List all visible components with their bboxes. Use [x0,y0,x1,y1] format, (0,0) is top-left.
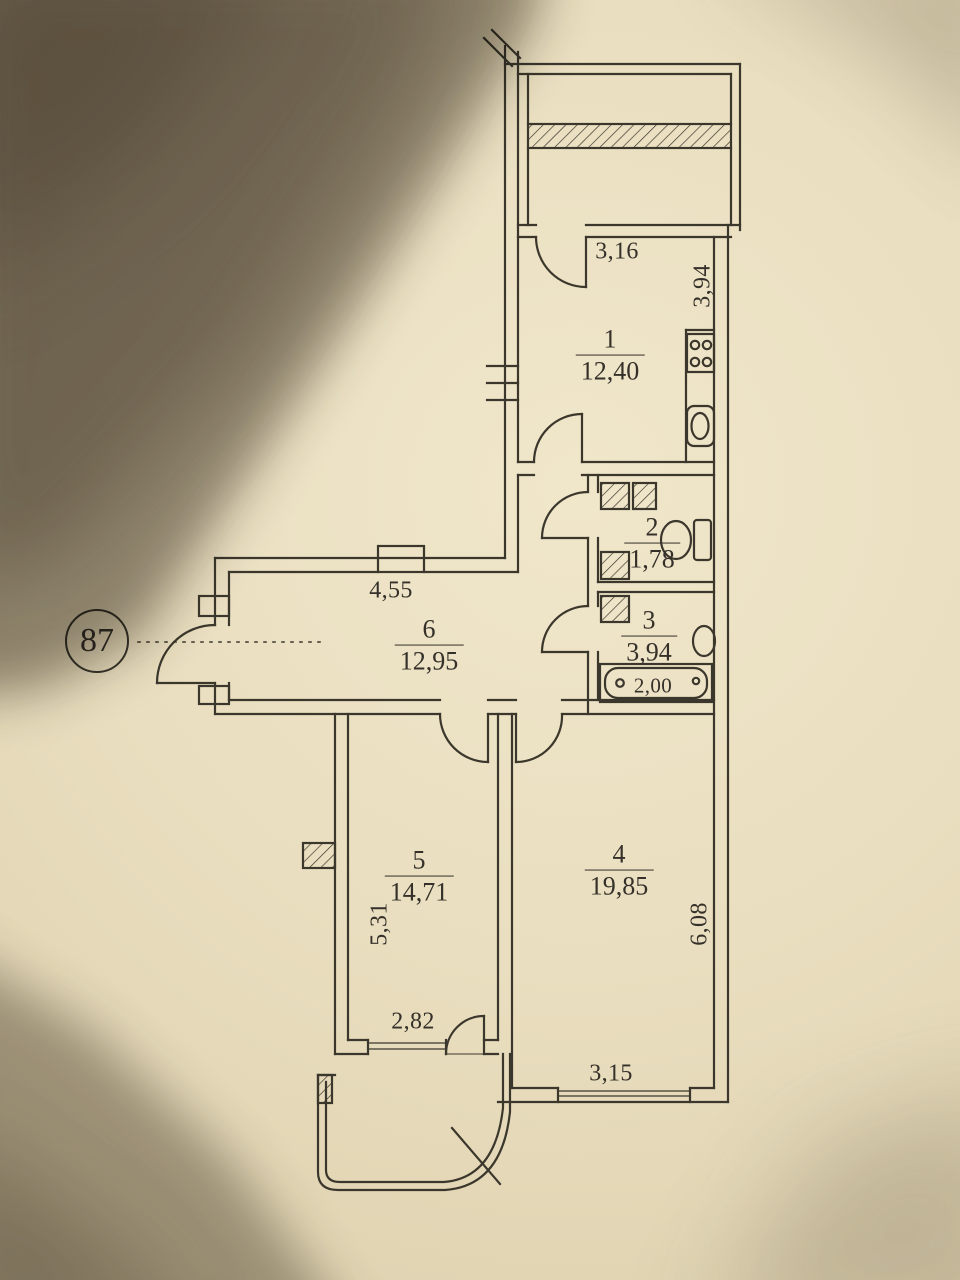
unit-number-badge: 87 [65,609,129,673]
dimension-room4-window: 3,15 [589,1060,633,1087]
stove-icon [685,332,716,374]
room-6-label: 6 12,95 [394,615,464,677]
room-4-area: 19,85 [589,871,649,901]
room-6-number: 6 [394,615,464,646]
room4-door [514,712,564,764]
kitchen-sink-icon [685,404,716,448]
dimension-room5-window: 2,82 [391,1008,435,1035]
room4-window [556,1086,692,1104]
room-2-number: 2 [624,513,680,544]
room-2-label: 2 1,78 [624,513,680,575]
room-6-area: 12,95 [399,646,459,676]
dimension-kitchen-width: 3,16 [595,238,639,265]
room-1-number: 1 [575,325,645,356]
dimension-room5-depth: 5,31 [366,902,393,946]
wc-door [540,490,590,540]
dimension-hall-length: 4,55 [369,577,413,604]
bathroom-door [540,604,590,654]
washbasin-icon [691,624,717,658]
room-5-area: 14,71 [389,877,449,907]
bathtub-icon [598,662,714,704]
room5-door [438,712,490,764]
toilet-icon [659,518,713,562]
unit-number: 87 [80,622,114,659]
room-3-number: 3 [621,606,677,637]
room-3-area: 3,94 [626,637,672,667]
bottom-balcony [316,1052,512,1192]
room-5-label: 5 14,71 [384,846,454,908]
room-2-area: 1,78 [629,544,675,574]
vent-shaft-icons [599,481,658,624]
radiator-icon [301,841,337,870]
dimension-kitchen-depth: 3,94 [689,264,716,308]
room-3-label: 3 3,94 [621,606,677,668]
dimension-room4-depth: 6,08 [686,902,713,946]
room5-balcony-door [444,1014,486,1056]
room-4-label: 4 19,85 [584,840,654,902]
room-4-number: 4 [584,840,654,871]
dimension-bathtub-length: 2,00 [633,673,673,698]
room-1-area: 12,40 [580,356,640,386]
room-1-label: 1 12,40 [575,325,645,387]
room-5-number: 5 [384,846,454,877]
